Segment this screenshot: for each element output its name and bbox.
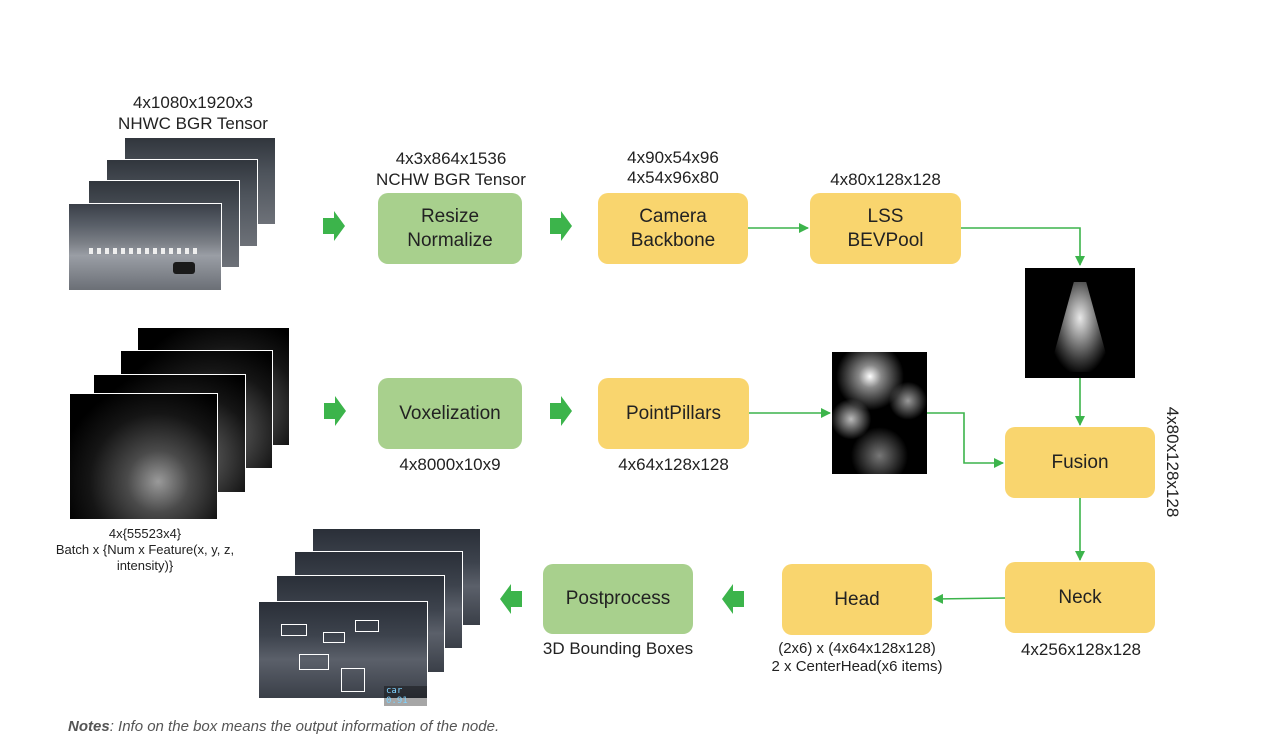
notes-text: Notes: Info on the box means the output … — [68, 718, 499, 735]
voxelization-output-label: 4x8000x10x9 — [399, 455, 501, 474]
camera-bev-feature-image — [1025, 268, 1135, 378]
lss-output-label: 4x80x128x128 — [830, 170, 941, 189]
voxelization-node: Voxelization — [378, 378, 522, 449]
block-arrow-resize-to-backbone — [550, 211, 572, 241]
arrow-neck-to-head — [933, 593, 1006, 604]
camera-backbone-node: Camera Backbone — [598, 193, 748, 264]
camera-input-label: 4x1080x1920x3 NHWC BGR Tensor — [118, 93, 268, 133]
neck-output-label: 4x256x128x128 — [1020, 640, 1142, 659]
neck-node: Neck — [1005, 562, 1155, 633]
fusion-output-label: 4x80x128x128 — [1163, 406, 1182, 518]
head-node: Head — [782, 564, 932, 635]
lidar-input-label: 4x{55523x4} Batch x {Num x Feature(x, y,… — [55, 526, 235, 573]
block-arrow-lidar-to-voxelization — [324, 396, 346, 426]
lidar-frame-1 — [69, 393, 218, 520]
block-arrow-head-to-postprocess — [722, 584, 744, 614]
block-arrow-voxelization-to-pointpillars — [550, 396, 572, 426]
fusion-node: Fusion — [1005, 427, 1155, 498]
notes-prefix: Notes — [68, 718, 110, 735]
lss-bevpool-node: LSS BEVPool — [810, 193, 961, 264]
head-output-label: (2x6) x (4x64x128x128) 2 x CenterHead(x6… — [771, 640, 943, 675]
postprocess-node: Postprocess — [543, 564, 693, 634]
resize-normalize-node: Resize Normalize — [378, 193, 522, 264]
block-arrow-postprocess-to-output — [500, 584, 522, 614]
block-arrow-camera-to-resize — [323, 211, 345, 241]
camera-backbone-output-label: 4x90x54x96 4x54x96x80 — [627, 148, 719, 187]
notes-body: : Info on the box means the output infor… — [109, 718, 500, 735]
pointpillars-node: PointPillars — [598, 378, 749, 449]
lidar-bev-feature-image — [832, 352, 927, 474]
camera-frame-1 — [68, 203, 222, 291]
arrow-bev-lidar-to-fusion — [927, 412, 1004, 468]
detection-tag: car 0.91 — [384, 686, 427, 706]
detection-frame-1: car 0.91 — [258, 601, 428, 706]
arrow-lss-to-bev-camera — [961, 227, 1085, 266]
resize-output-label: 4x3x864x1536 NCHW BGR Tensor — [376, 149, 526, 189]
postprocess-output-label: 3D Bounding Boxes — [542, 639, 694, 658]
pointpillars-output-label: 4x64x128x128 — [618, 455, 729, 474]
